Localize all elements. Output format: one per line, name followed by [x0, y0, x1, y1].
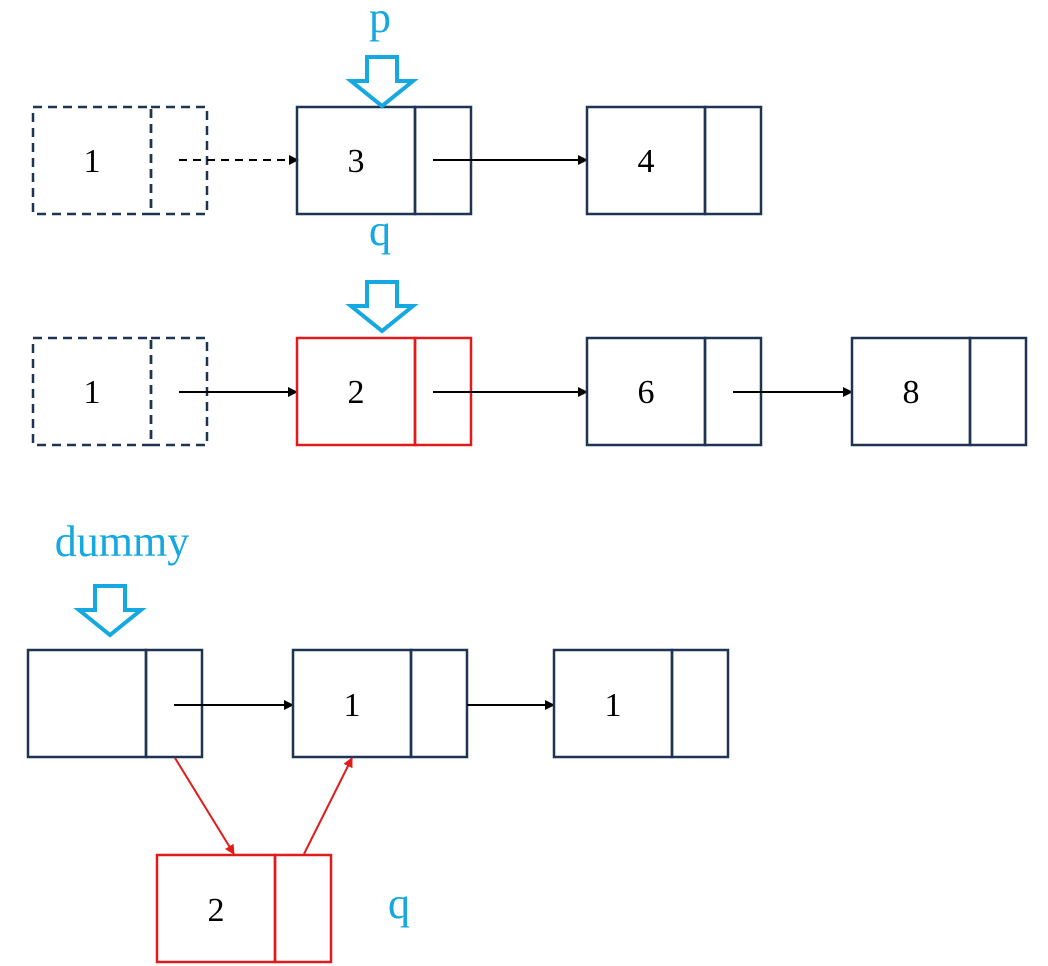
node-value: 2 — [208, 892, 225, 929]
node-value: 8 — [903, 374, 920, 411]
down-arrow-icon — [345, 55, 419, 109]
node-next-cell — [968, 336, 1028, 447]
list-q: 1 2 6 8 q — [31, 206, 1028, 447]
list-q-node-3: 8 — [850, 336, 1028, 447]
node-next-cell — [703, 105, 763, 216]
pointer-label-q-inserted: q — [388, 879, 410, 928]
insert-link-arrow-in — [174, 757, 235, 855]
node-value: 1 — [84, 143, 101, 180]
node-next-cell — [144, 648, 204, 759]
node-value: 6 — [638, 374, 655, 411]
result-list: dummy 1 1 2 q — [26, 517, 730, 964]
node-value: 1 — [84, 374, 101, 411]
node-value: 4 — [638, 143, 655, 180]
inserted-node-q: 2 — [155, 853, 333, 964]
pointer-q: q — [345, 206, 419, 334]
pointer-label-dummy: dummy — [55, 517, 189, 566]
insert-link-arrow-out — [303, 757, 353, 855]
pointer-label-p: p — [369, 0, 391, 42]
result-node-2: 1 — [552, 648, 730, 759]
node-data-cell — [26, 648, 148, 759]
result-node-1: 1 — [291, 648, 469, 759]
node-next-cell — [409, 648, 469, 759]
node-next-cell — [273, 853, 333, 964]
node-value: 2 — [348, 374, 365, 411]
node-value: 1 — [344, 687, 361, 724]
node-next-cell — [670, 648, 730, 759]
list-p-node-2: 4 — [585, 105, 763, 216]
pointer-dummy: dummy — [55, 517, 189, 638]
dummy-node — [26, 648, 204, 759]
node-value: 3 — [348, 143, 365, 180]
node-value: 1 — [605, 687, 622, 724]
list-p: 1 3 4 p — [31, 0, 763, 216]
pointer-p: p — [345, 0, 419, 109]
pointer-label-q: q — [369, 206, 391, 255]
down-arrow-icon — [73, 584, 147, 638]
down-arrow-icon — [345, 280, 419, 334]
